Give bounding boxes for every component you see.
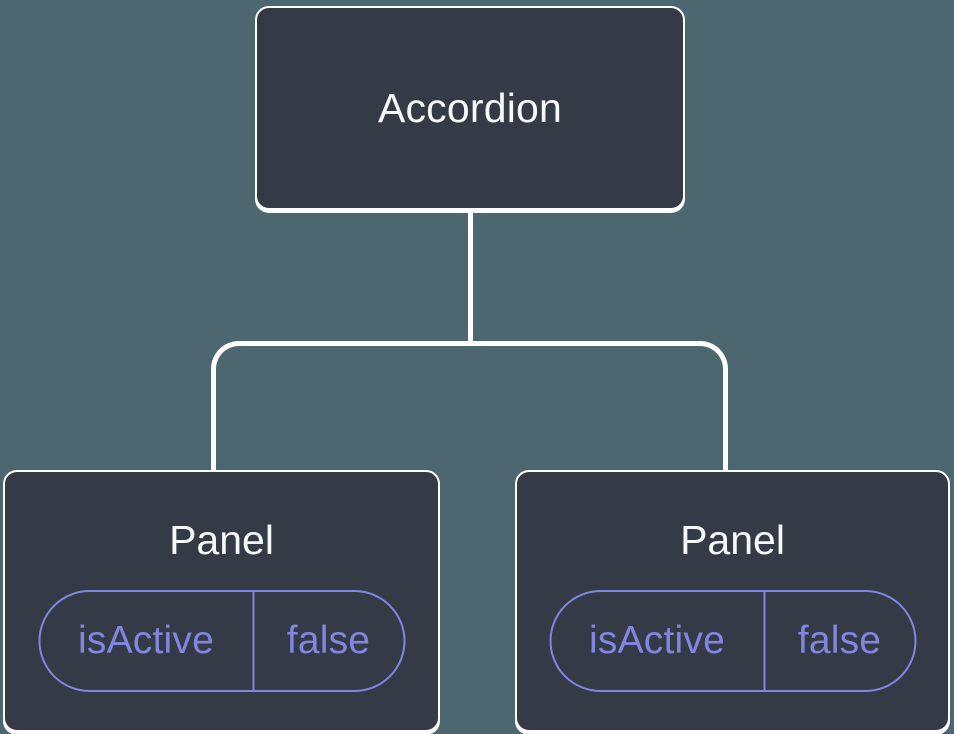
panel-node-label: Panel [680,517,785,563]
connector-stem [468,209,473,346]
state-key: isActive [40,592,254,690]
panel-node-right: Panel isActive false [515,470,950,732]
state-value: false [286,619,371,662]
connector-bracket [210,340,728,472]
panel-node-left: Panel isActive false [3,470,440,732]
accordion-node: Accordion [255,6,685,210]
state-pill: isActive false [549,590,916,692]
state-value: false [797,619,882,662]
state-key: isActive [551,592,765,690]
state-pill: isActive false [38,590,405,692]
panel-node-label: Panel [169,517,274,563]
accordion-node-label: Accordion [377,84,563,131]
